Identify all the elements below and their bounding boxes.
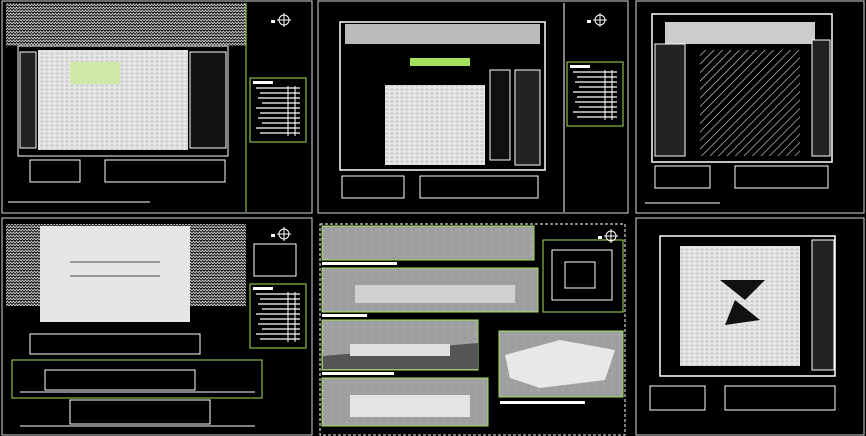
sheet-renderings [319,223,626,436]
north-arrow-icon [270,12,292,28]
sheet-floor-plan-1 [1,0,313,214]
key-plan [542,239,624,313]
legend-table [249,283,307,349]
sheet-floor-plan-3 [635,217,865,436]
sheet-floor-plan-2 [317,0,629,214]
sheet-roof-plan [635,0,865,214]
legend-table [566,61,624,127]
north-arrow-icon [586,12,608,28]
legend-table [249,77,307,143]
rendering-view-1 [321,225,535,261]
sheet-site-plan-sections [1,217,313,436]
north-arrow-icon [270,226,292,242]
